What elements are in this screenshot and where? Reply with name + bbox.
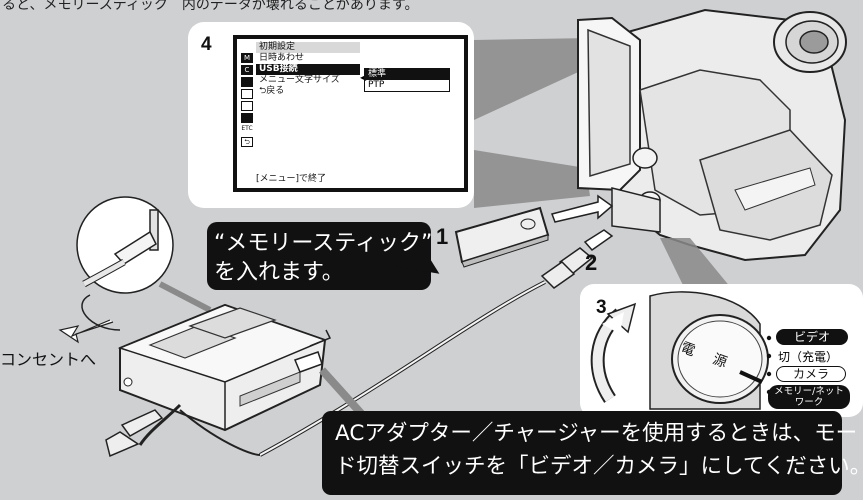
insert-arrow — [551, 194, 614, 223]
outlet-label: コンセントへ — [0, 350, 97, 369]
power-dial-art — [590, 291, 772, 410]
warning-text: ACアダプター／チャージャーを使用するときは、モー ド切替スイッチを「ビデオ／カ… — [335, 417, 863, 483]
menu-list: 初期設定 日時あわせ USB接続 メニュー文字サイズ ⮌戻る — [256, 42, 360, 97]
submenu-item-standard[interactable]: 標準 — [365, 69, 449, 80]
menu-item-usb[interactable]: USB接続 — [256, 64, 360, 75]
memory-stick — [454, 206, 550, 268]
submenu-item-ptp[interactable]: PTP — [368, 80, 385, 90]
menu-item-back-label: 戻る — [266, 86, 285, 96]
tape-icon — [241, 77, 253, 87]
menu-icon-column: M C ETC ⮌ — [241, 53, 255, 149]
warning-box — [322, 411, 842, 495]
speech-line-1: “メモリースティック” — [214, 231, 433, 256]
camcorder — [577, 8, 847, 262]
lcd-menu-screen — [233, 35, 468, 192]
step-2-number: 2 — [585, 250, 598, 275]
menu-item-back[interactable]: ⮌戻る — [256, 86, 360, 97]
camera-icon: C — [241, 65, 253, 75]
callout-ray — [158, 281, 212, 313]
warning-line-2: ド切替スイッチを「ビデオ／カメラ」にしてください。 — [335, 454, 863, 479]
ac-adapter-charger — [117, 303, 332, 432]
step-3-number: 3 — [596, 297, 607, 318]
callout-ray — [474, 38, 600, 120]
intro-text: ると、メモリースティック 内のデータが壊れることがあります。 — [2, 0, 419, 13]
step-4-number: 4 — [201, 34, 212, 55]
setup-icon — [241, 113, 253, 123]
printer-icon — [241, 101, 253, 111]
menu-item-font-size[interactable]: メニュー文字サイズ — [259, 75, 340, 85]
mode-video: ビデオ — [776, 329, 848, 345]
speech-bubble-text: “メモリースティック” を入れます。 — [214, 229, 432, 287]
mode-camera: カメラ — [776, 366, 846, 382]
step-1-number: 1 — [436, 224, 449, 249]
menu-item-date[interactable]: 日時あわせ — [259, 53, 305, 63]
manual-icon: M — [241, 53, 253, 63]
speech-line-2: を入れます。 — [214, 260, 344, 285]
usb-cable — [259, 229, 614, 457]
callout-ray — [474, 150, 590, 208]
return-icon: ⮌ — [241, 137, 253, 147]
settings-icon — [241, 89, 253, 99]
usb-submenu: 標準 PTP — [364, 68, 450, 92]
power-cord — [105, 403, 261, 458]
outlet-arrow — [58, 319, 114, 344]
return-icon: ⮌ — [259, 86, 267, 96]
mode-memory-network: メモリー/ネットワーク — [768, 385, 850, 409]
submenu-pointer-icon: ◀ — [360, 73, 367, 82]
menu-footer: [メニュー]で終了 — [256, 174, 327, 184]
menu-title: 初期設定 — [256, 42, 360, 53]
mode-off-charge: 切（充電） — [778, 350, 839, 364]
warning-line-1: ACアダプター／チャージャーを使用するときは、モー — [335, 421, 858, 446]
speech-bubble — [207, 222, 431, 290]
wall-socket-detail — [76, 196, 174, 294]
etc-icon: ETC — [241, 125, 253, 135]
